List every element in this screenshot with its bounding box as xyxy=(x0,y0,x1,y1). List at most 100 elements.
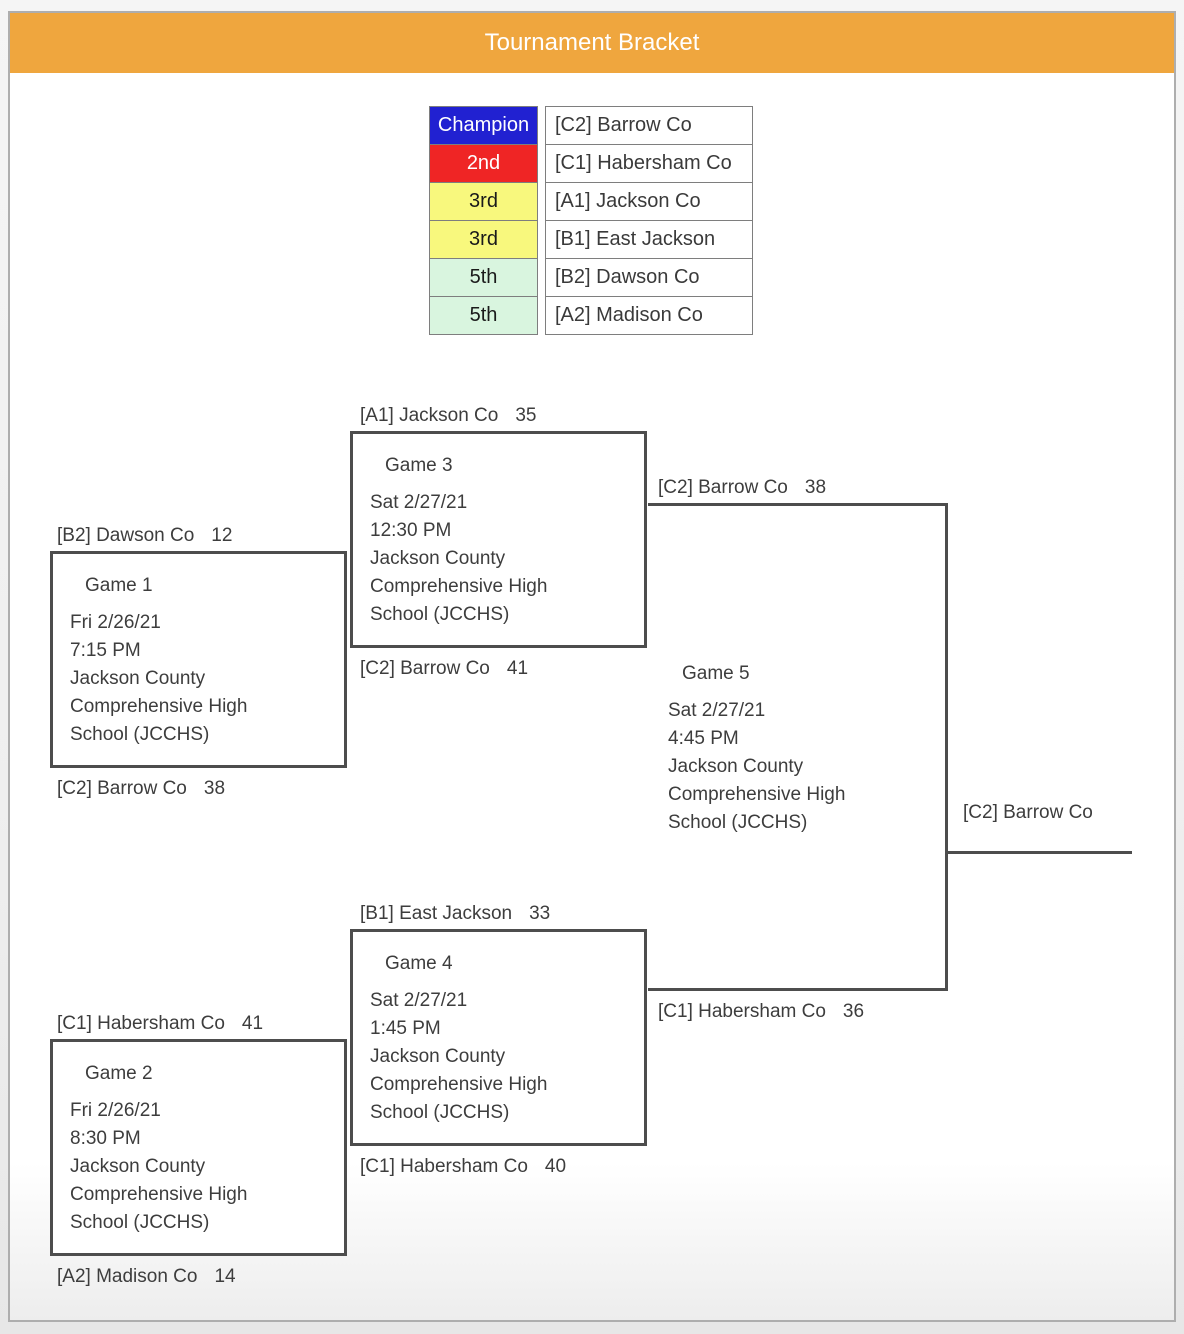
team-name: [C2] Barrow Co xyxy=(963,802,1093,823)
team-name: [C2] Barrow Co xyxy=(360,658,490,679)
team-name: [A1] Jackson Co xyxy=(360,405,499,426)
team-score: 41 xyxy=(241,1013,264,1034)
team-score: 38 xyxy=(804,477,827,498)
team-score: 12 xyxy=(211,525,233,546)
game-date: Sat 2/27/21 xyxy=(370,492,468,513)
column-gap xyxy=(538,182,545,221)
game3-box: Game 3 Sat 2/27/21 12:30 PM Jackson Coun… xyxy=(350,431,647,648)
game-venue-line: School (JCCHS) xyxy=(668,812,808,833)
game1-details: Fri 2/26/21 7:15 PM Jackson County Compr… xyxy=(70,609,310,749)
content-area: Tournament Bracket Champion [C2] Barrow … xyxy=(8,11,1176,1322)
game3-heading: Game 3 xyxy=(385,455,453,476)
game-venue-line: Comprehensive High xyxy=(70,1184,248,1205)
standings-row: Champion [C2] Barrow Co xyxy=(429,106,753,145)
team-score: 40 xyxy=(544,1156,567,1177)
game5-details: Sat 2/27/21 4:45 PM Jackson County Compr… xyxy=(668,697,908,837)
game1-bottom-team: [C2] Barrow Co 38 xyxy=(57,777,225,801)
game-venue-line: Jackson County xyxy=(70,1156,206,1177)
game5-vertical-line xyxy=(945,503,948,991)
game-date: Sat 2/27/21 xyxy=(668,700,766,721)
game3-details: Sat 2/27/21 12:30 PM Jackson County Comp… xyxy=(370,489,610,629)
team-score: 33 xyxy=(529,903,551,924)
standings-team: [B1] East Jackson xyxy=(545,220,753,259)
title-bar: Tournament Bracket xyxy=(10,13,1174,73)
standings-row: 3rd [B1] East Jackson xyxy=(429,220,753,259)
page-title: Tournament Bracket xyxy=(484,29,700,56)
champion-team: [C2] Barrow Co xyxy=(963,801,1093,825)
rank-badge-fifth: 5th xyxy=(429,296,538,335)
game-venue-line: Comprehensive High xyxy=(370,576,548,597)
game-venue-line: Jackson County xyxy=(370,548,506,569)
game-date: Fri 2/26/21 xyxy=(70,612,161,633)
team-score: 14 xyxy=(214,1266,236,1287)
column-gap xyxy=(538,220,545,259)
standings-team: [B2] Dawson Co xyxy=(545,258,753,297)
game-venue-line: School (JCCHS) xyxy=(70,1212,210,1233)
game-time: 8:30 PM xyxy=(70,1128,141,1149)
game-time: 4:45 PM xyxy=(668,728,739,749)
game5-heading: Game 5 xyxy=(682,663,750,684)
game4-heading: Game 4 xyxy=(385,953,453,974)
game-venue-line: Jackson County xyxy=(668,756,804,777)
game2-details: Fri 2/26/21 8:30 PM Jackson County Compr… xyxy=(70,1097,310,1237)
rank-badge-third: 3rd xyxy=(429,182,538,221)
game4-top-team: [B1] East Jackson 33 xyxy=(360,902,550,926)
standings-row: 3rd [A1] Jackson Co xyxy=(429,182,753,221)
column-gap xyxy=(538,296,545,335)
game1-top-team: [B2] Dawson Co 12 xyxy=(57,524,232,548)
column-gap xyxy=(538,258,545,297)
standings-row: 2nd [C1] Habersham Co xyxy=(429,144,753,183)
game1-heading: Game 1 xyxy=(85,575,153,596)
game3-bottom-team: [C2] Barrow Co 41 xyxy=(360,657,528,681)
game4-details: Sat 2/27/21 1:45 PM Jackson County Compr… xyxy=(370,987,610,1127)
team-name: [C1] Habersham Co xyxy=(658,1001,826,1022)
standings-row: 5th [A2] Madison Co xyxy=(429,296,753,335)
game1-box: Game 1 Fri 2/26/21 7:15 PM Jackson Count… xyxy=(50,551,347,768)
column-gap xyxy=(538,144,545,183)
rank-badge-fifth: 5th xyxy=(429,258,538,297)
game-venue-line: Jackson County xyxy=(370,1046,506,1067)
team-name: [A2] Madison Co xyxy=(57,1266,198,1287)
game5-bottom-team: [C1] Habersham Co 36 xyxy=(658,1000,864,1024)
game-date: Sat 2/27/21 xyxy=(370,990,468,1011)
standings-row: 5th [B2] Dawson Co xyxy=(429,258,753,297)
game-venue-line: Jackson County xyxy=(70,668,206,689)
standings-team: [C1] Habersham Co xyxy=(545,144,753,183)
game-venue-line: School (JCCHS) xyxy=(70,724,210,745)
game2-bottom-team: [A2] Madison Co 14 xyxy=(57,1265,236,1289)
team-name: [C2] Barrow Co xyxy=(57,778,187,799)
champion-line xyxy=(948,851,1132,854)
team-name: [C1] Habersham Co xyxy=(360,1156,528,1177)
standings-team: [A1] Jackson Co xyxy=(545,182,753,221)
game2-box: Game 2 Fri 2/26/21 8:30 PM Jackson Count… xyxy=(50,1039,347,1256)
game-venue-line: Comprehensive High xyxy=(370,1074,548,1095)
game-venue-line: Comprehensive High xyxy=(70,696,248,717)
standings-team: [C2] Barrow Co xyxy=(545,106,753,145)
standings-team: [A2] Madison Co xyxy=(545,296,753,335)
game5-top-team: [C2] Barrow Co 38 xyxy=(658,476,826,500)
game4-bottom-team: [C1] Habersham Co 40 xyxy=(360,1155,566,1179)
game-venue-line: School (JCCHS) xyxy=(370,604,510,625)
game-venue-line: School (JCCHS) xyxy=(370,1102,510,1123)
team-name: [B1] East Jackson xyxy=(360,903,513,924)
rank-badge-second: 2nd xyxy=(429,144,538,183)
game-date: Fri 2/26/21 xyxy=(70,1100,161,1121)
game-time: 1:45 PM xyxy=(370,1018,441,1039)
game2-heading: Game 2 xyxy=(85,1063,153,1084)
team-name: [B2] Dawson Co xyxy=(57,525,195,546)
game-time: 12:30 PM xyxy=(370,520,452,541)
team-score: 41 xyxy=(506,658,529,679)
game4-box: Game 4 Sat 2/27/21 1:45 PM Jackson Count… xyxy=(350,929,647,1146)
game5-bottom-line xyxy=(648,988,948,991)
team-score: 36 xyxy=(842,1001,865,1022)
column-gap xyxy=(538,106,545,145)
game-venue-line: Comprehensive High xyxy=(668,784,846,805)
rank-badge-third: 3rd xyxy=(429,220,538,259)
team-name: [C2] Barrow Co xyxy=(658,477,788,498)
standings-table: Champion [C2] Barrow Co 2nd [C1] Habersh… xyxy=(429,106,753,335)
team-score: 38 xyxy=(203,778,226,799)
rank-badge-champion: Champion xyxy=(429,106,538,145)
